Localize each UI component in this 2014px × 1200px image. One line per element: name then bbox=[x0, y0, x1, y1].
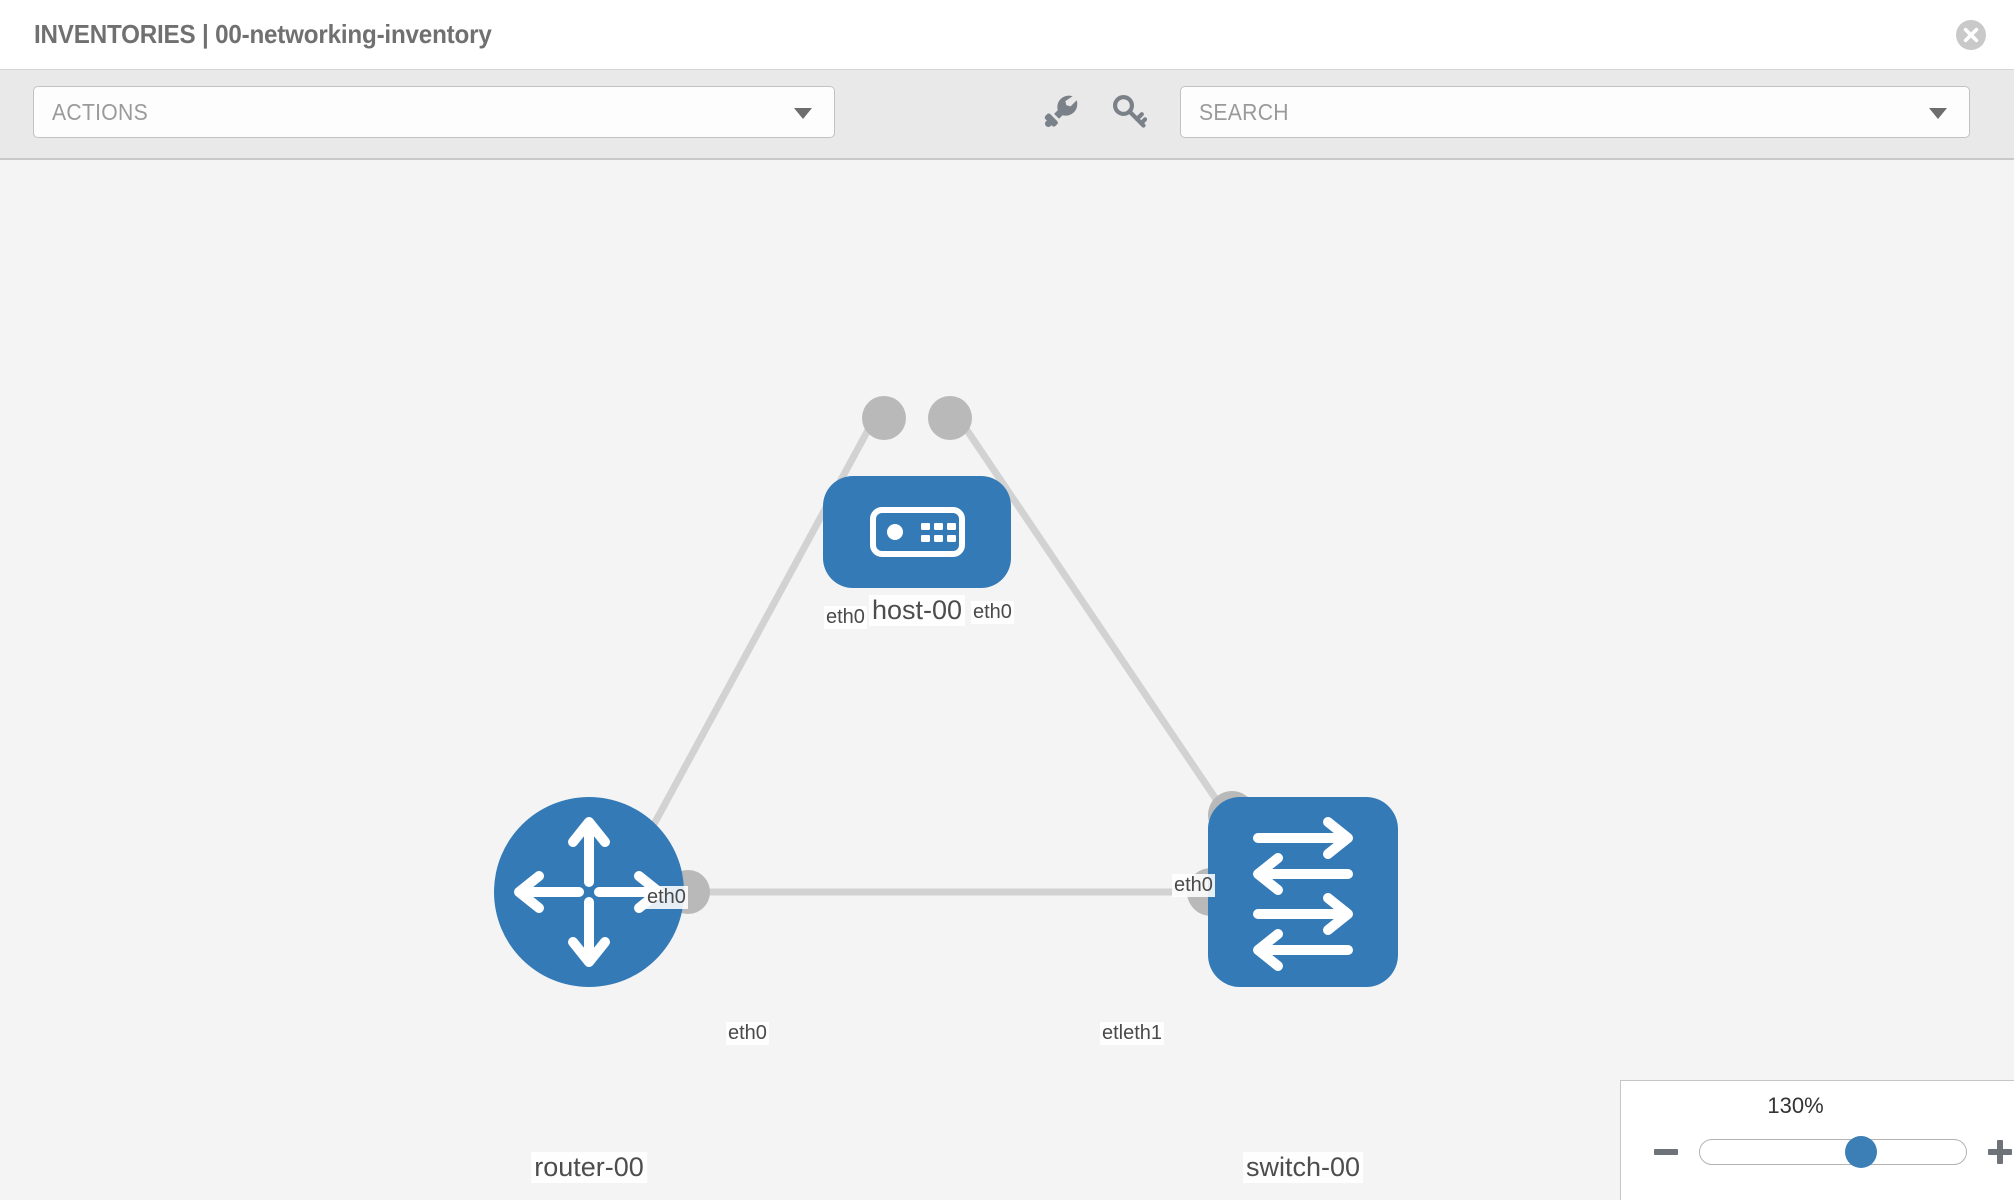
iface-label-switch-top: eth0 bbox=[1172, 874, 1215, 897]
port-host-left bbox=[862, 396, 906, 440]
chevron-down-icon[interactable] bbox=[1929, 108, 1947, 119]
key-icon[interactable] bbox=[1106, 88, 1152, 134]
node-switch-00[interactable] bbox=[1208, 797, 1398, 987]
iface-label-router-right: eth0 bbox=[726, 1022, 769, 1045]
chevron-down-icon bbox=[794, 108, 812, 119]
page-header: INVENTORIES | 00-networking-inventory bbox=[0, 0, 2014, 69]
zoom-control-panel: 130% bbox=[1620, 1080, 2014, 1200]
zoom-control-row bbox=[1649, 1135, 2014, 1169]
iface-label-host-left: eth0 bbox=[824, 606, 867, 629]
actions-dropdown-label: ACTIONS bbox=[52, 98, 148, 125]
zoom-slider-track[interactable] bbox=[1699, 1139, 1967, 1165]
search-input[interactable]: SEARCH bbox=[1180, 86, 1970, 138]
switch-arrows-icon bbox=[1253, 817, 1353, 971]
iface-label-host-right: eth0 bbox=[971, 601, 1014, 624]
node-label-router-00: router-00 bbox=[531, 1152, 647, 1183]
zoom-level-value: 130% bbox=[1767, 1093, 1824, 1118]
minus-icon[interactable] bbox=[1649, 1135, 1683, 1169]
zoom-slider[interactable] bbox=[1699, 1136, 1967, 1168]
node-host-00[interactable] bbox=[823, 476, 1011, 588]
wrench-icon[interactable] bbox=[1038, 88, 1084, 134]
port-host-right bbox=[928, 396, 972, 440]
topology-canvas[interactable]: eth0 eth0 eth0 eth0 eth0 etleth1 host-00… bbox=[0, 160, 2014, 1200]
server-appliance-icon-details bbox=[887, 523, 956, 542]
node-label-host-00: host-00 bbox=[868, 595, 966, 626]
zoom-slider-thumb[interactable] bbox=[1845, 1136, 1878, 1168]
actions-dropdown[interactable]: ACTIONS bbox=[33, 86, 835, 138]
page-title: INVENTORIES | 00-networking-inventory bbox=[34, 19, 492, 49]
node-label-switch-00: switch-00 bbox=[1242, 1152, 1364, 1183]
close-icon[interactable] bbox=[1956, 20, 1986, 50]
server-appliance-icon bbox=[870, 507, 965, 557]
port-group bbox=[666, 396, 1256, 916]
link-host-router bbox=[636, 406, 884, 852]
plus-icon[interactable] bbox=[1983, 1135, 2014, 1169]
search-placeholder-text: SEARCH bbox=[1199, 98, 1289, 125]
link-host-switch bbox=[949, 406, 1233, 822]
iface-label-router-top: eth0 bbox=[645, 886, 688, 909]
topology-graph bbox=[494, 396, 1398, 987]
iface-label-switch-left-overlap: etleth1 bbox=[1100, 1022, 1165, 1045]
